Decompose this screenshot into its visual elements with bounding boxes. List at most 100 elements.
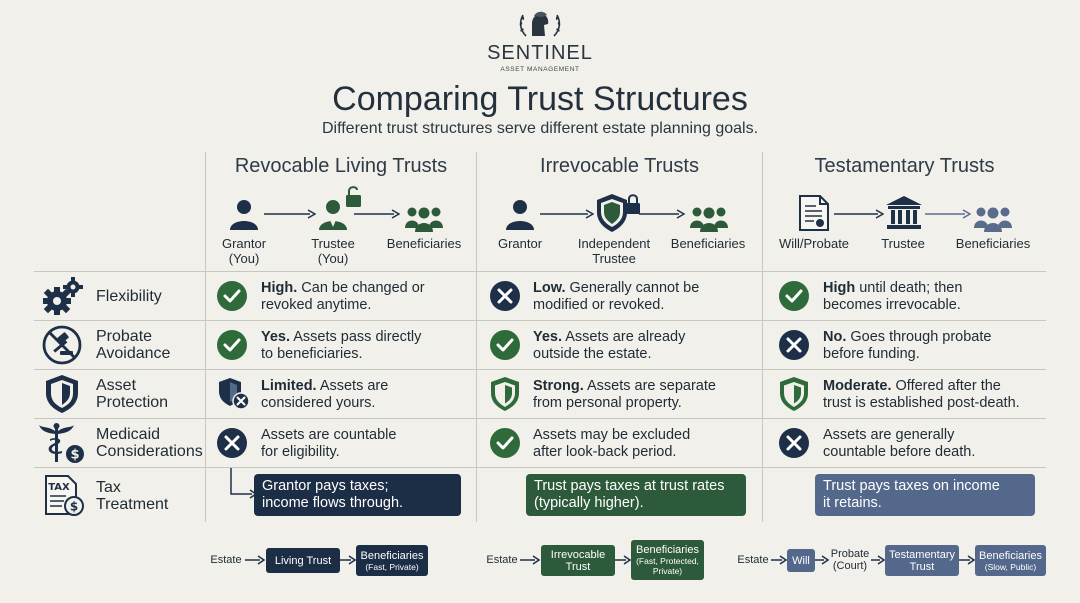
check-circle-icon — [489, 427, 521, 459]
person-icon — [228, 198, 260, 230]
tax-box-line: Grantor pays taxes; — [262, 478, 389, 494]
arrow-right-icon — [834, 209, 884, 219]
arrow-right-icon — [871, 555, 885, 565]
column-header-revocable: Revocable Living Trusts — [234, 155, 448, 177]
row-divider — [34, 418, 1046, 419]
svg-text:$: $ — [70, 500, 78, 514]
arrow-right-icon — [540, 209, 594, 219]
shield-x-icon — [218, 376, 252, 412]
column-header-irrevocable: Irrevocable Trusts — [540, 155, 699, 177]
no-gavel-icon — [41, 324, 83, 366]
row-label-line: Probate — [96, 328, 153, 345]
person-icon — [504, 198, 536, 230]
svg-text:TAX: TAX — [48, 482, 70, 493]
flow-box-label: Testamentary — [888, 548, 956, 561]
row-divider — [34, 467, 1046, 468]
arrow-right-icon — [959, 555, 975, 565]
flow-box-beneficiaries: Beneficiaries(Fast, Private) — [356, 545, 428, 576]
flow-box-label: Living Trust — [274, 554, 332, 567]
flow-node-label: Grantor — [221, 236, 267, 251]
row-label-line: Flexibility — [96, 288, 162, 305]
flow-start-label: Estate — [210, 554, 242, 566]
flow-node-label: Probate — [830, 548, 870, 560]
will-document-icon — [798, 194, 830, 232]
brand-name: SENTINEL — [487, 42, 593, 64]
flow-node-label: Beneficiaries — [955, 236, 1031, 251]
trustee-unlocked-icon — [316, 186, 366, 230]
flow-node-label: Trustee — [311, 236, 355, 251]
flow-node-label: Beneficiaries — [670, 236, 746, 251]
flow-node-label: Grantor — [497, 236, 543, 251]
flow-node-sublabel: (You) — [317, 251, 349, 266]
row-divider — [34, 271, 1046, 272]
flow-start-label: Estate — [737, 554, 769, 566]
flow-box-label: Trust — [909, 560, 935, 573]
row-label-line: Avoidance — [96, 345, 171, 362]
flow-box-sublabel: (Fast, Protected, — [636, 556, 699, 566]
tax-box-line: it retains. — [823, 494, 882, 511]
flow-box-label: Will — [792, 554, 810, 567]
x-circle-icon — [489, 280, 521, 312]
tax-box-line: income flows through. — [262, 494, 404, 511]
row-label-flexibility: Flexibility — [96, 288, 162, 305]
flow-box-will: Will — [787, 549, 815, 572]
flow-node-label: Will/Probate — [778, 236, 850, 251]
flow-node-sublabel: (You) — [228, 251, 260, 266]
check-circle-icon — [778, 280, 810, 312]
tax-box-line: Trust pays taxes at trust rates — [534, 478, 725, 494]
shield-icon — [44, 373, 80, 415]
arrow-right-icon — [340, 555, 356, 565]
x-circle-icon — [778, 329, 810, 361]
flow-box-living-trust: Living Trust — [266, 548, 340, 573]
flow-box-beneficiaries: Beneficiaries(Slow, Public) — [975, 545, 1046, 576]
flow-start-label: Estate — [486, 554, 518, 566]
check-circle-icon — [216, 329, 248, 361]
flow-node-sublabel: (Court) — [832, 560, 868, 572]
row-label-line: Protection — [96, 394, 169, 411]
arrow-right-icon — [925, 209, 971, 219]
tax-box-irrevocable: Trust pays taxes at trust rates(typicall… — [526, 474, 746, 516]
flow-box-label: Irrevocable — [550, 548, 606, 561]
tax-box-revocable: Grantor pays taxes;income flows through. — [254, 474, 461, 516]
green-shield-icon — [489, 375, 521, 413]
x-circle-icon — [216, 427, 248, 459]
tax-box-line: (typically higher). — [534, 494, 644, 511]
tax-document-icon: TAX$ — [44, 474, 86, 518]
check-circle-icon — [489, 329, 521, 361]
logo-emblem-icon — [514, 10, 566, 40]
svg-text:$: $ — [70, 448, 79, 463]
flow-node-label: Trustee — [881, 236, 925, 251]
row-label-line: Considerations — [96, 443, 203, 460]
column-header-testamentary: Testamentary Trusts — [814, 155, 995, 177]
arrow-right-icon — [354, 209, 400, 219]
column-divider — [476, 152, 477, 522]
page-title: Comparing Trust Structures — [332, 80, 748, 118]
arrow-right-icon — [245, 555, 265, 565]
arrow-right-icon — [264, 209, 316, 219]
row-divider — [34, 320, 1046, 321]
locked-shield-icon — [595, 190, 645, 236]
row-label-line: Treatment — [96, 496, 169, 513]
flow-box-label: Beneficiaries — [360, 549, 424, 562]
check-circle-icon — [216, 280, 248, 312]
flow-box-beneficiaries: Beneficiaries(Fast, Protected,Private) — [631, 540, 704, 580]
brand-subtitle: ASSET MANAGEMENT — [500, 66, 580, 73]
row-divider — [34, 369, 1046, 370]
page-subtitle: Different trust structures serve differe… — [321, 120, 759, 137]
flow-box-label: Trust — [565, 560, 591, 573]
flow-box-sublabel: (Fast, Private) — [365, 561, 419, 572]
